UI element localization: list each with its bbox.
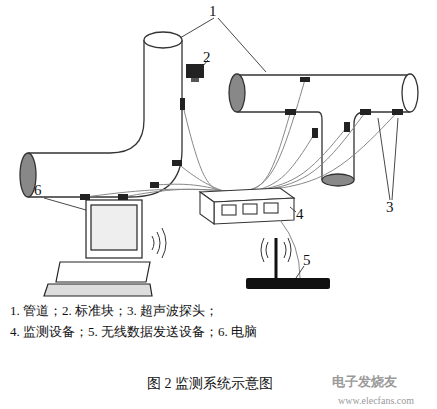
callout-number: 2: [203, 49, 211, 66]
figure-caption: 图 2 监测系统示意图: [0, 376, 420, 391]
leader-line: [218, 18, 266, 72]
ultrasonic-probe: [80, 194, 90, 200]
leader-line: [378, 118, 390, 200]
watermark: 电子发烧友: [332, 375, 397, 389]
ultrasonic-probe: [392, 109, 403, 115]
wireless-wave: [266, 242, 268, 258]
pipe-outline: [28, 40, 182, 197]
cable: [280, 220, 300, 278]
cable: [246, 80, 305, 192]
cable: [177, 163, 228, 193]
leader-line: [290, 207, 296, 212]
probe-group: [80, 77, 403, 200]
wireless-wave: [284, 242, 286, 258]
ultrasonic-probe: [344, 122, 350, 132]
pipe-end: [229, 74, 245, 112]
callout-number: 1: [209, 3, 217, 20]
standard-block: [186, 64, 204, 78]
leader-line: [44, 198, 86, 210]
key-text: 1. 管道；2. 标准块；3. 超声波探头；: [10, 304, 218, 318]
ultrasonic-probe: [172, 160, 182, 166]
watermark: www.elecfans.com: [338, 395, 414, 406]
ultrasonic-probe: [300, 77, 310, 82]
wireless-sender: [246, 278, 330, 289]
ultrasonic-probe: [312, 128, 318, 138]
computer-base: [56, 262, 150, 282]
wireless-wave: [261, 238, 264, 262]
cable: [264, 112, 366, 190]
key-text: 4. 监测设备；5. 无线数据发送设备；6. 电脑: [10, 325, 257, 339]
pipe-end: [144, 32, 182, 48]
cable: [250, 112, 291, 191]
ultrasonic-probe: [150, 182, 159, 188]
cable: [268, 112, 398, 190]
antenna: [275, 238, 278, 278]
pipe-end: [322, 174, 354, 186]
callout-number: 3: [386, 199, 394, 216]
wireless-wave: [162, 228, 166, 258]
leader-line: [392, 118, 398, 200]
monitoring-device: [214, 198, 294, 224]
device-port: [222, 205, 236, 215]
cable-group: [85, 80, 398, 198]
pipe-outline: [237, 112, 322, 180]
leader-line: [296, 266, 304, 278]
ultrasonic-probe: [180, 98, 185, 110]
computer-screen: [91, 205, 137, 250]
pipe-end: [402, 74, 418, 112]
cable: [260, 127, 347, 190]
leader-line: [180, 18, 214, 38]
pipe-end: [20, 153, 36, 197]
wireless-wave: [157, 232, 160, 254]
computer-keyboard: [44, 284, 152, 296]
computer-monitor: [86, 200, 142, 258]
cable: [183, 104, 223, 193]
device-port: [264, 203, 278, 213]
monitoring-device: [200, 192, 214, 224]
ultrasonic-probe: [118, 194, 128, 200]
wireless-wave: [152, 236, 154, 250]
device-port: [243, 204, 257, 214]
wireless-wave: [288, 238, 291, 262]
callout-number: 4: [296, 206, 304, 223]
pipe-outline: [237, 74, 410, 75]
pipe-outline: [28, 40, 144, 153]
ultrasonic-probe: [285, 109, 296, 115]
callout-number: 6: [34, 182, 42, 199]
standard-block: [191, 78, 199, 82]
ultrasonic-probe: [360, 109, 371, 115]
callout-number: 5: [303, 252, 311, 269]
